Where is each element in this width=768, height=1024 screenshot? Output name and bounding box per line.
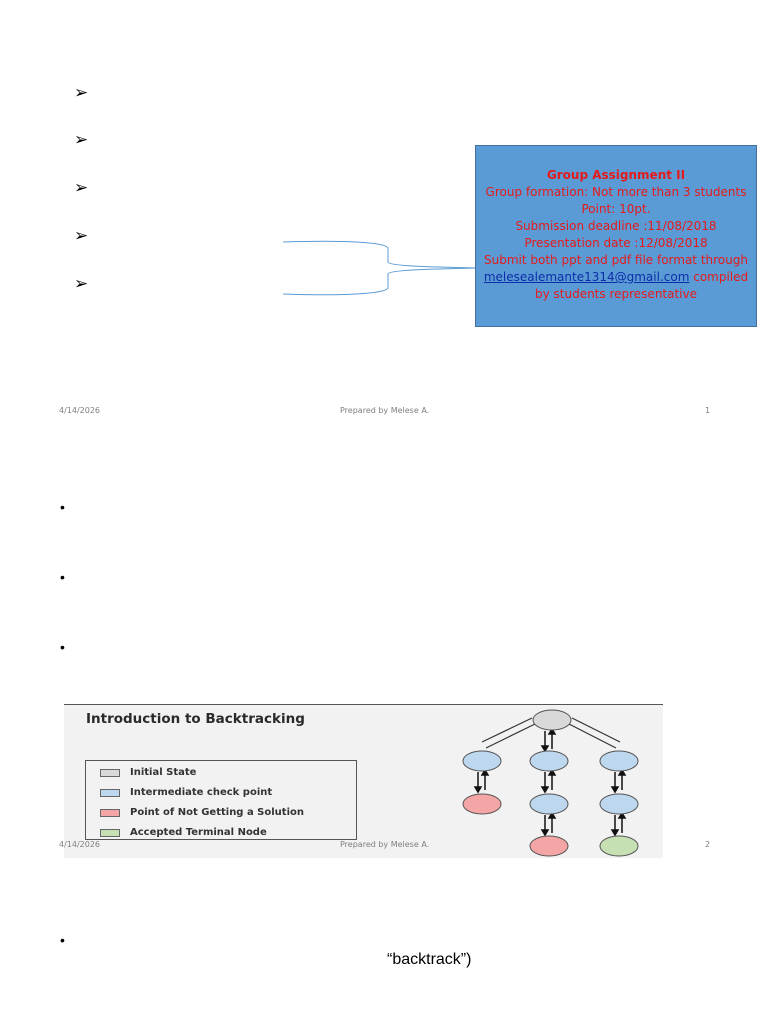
footer-date: 4/14/2026 — [59, 406, 101, 415]
assignment-title: Group Assignment II — [546, 168, 686, 182]
node-intermediate — [599, 750, 639, 772]
bullet-3: • — [60, 639, 65, 655]
node-initial-state — [532, 709, 572, 731]
root-left-arrows — [481, 717, 536, 749]
legend-label: Intermediate check point — [130, 787, 273, 798]
node-intermediate — [599, 793, 639, 815]
node-intermediate — [529, 793, 569, 815]
legend-label: Point of Not Getting a Solution — [130, 807, 304, 818]
assignment-representative: by students representative — [534, 287, 698, 301]
node-no-solution — [529, 835, 569, 857]
node-intermediate — [529, 750, 569, 772]
legend-swatch-gray — [100, 769, 120, 777]
node-no-solution — [462, 793, 502, 815]
arrow-bullet-5: ➢ — [74, 274, 89, 294]
group-assignment-box: Group Assignment II Group formation: Not… — [475, 145, 757, 327]
footer-page-number: 2 — [705, 840, 711, 849]
legend-swatch-green — [100, 829, 120, 837]
figure-legend: Initial State Intermediate check point P… — [85, 760, 357, 840]
assignment-formation: Group formation: Not more than 3 student… — [485, 185, 747, 199]
node-intermediate — [462, 750, 502, 772]
legend-swatch-red — [100, 809, 120, 817]
footer-page-number: 1 — [705, 406, 711, 415]
bullet-1: • — [60, 499, 65, 515]
assignment-presentation: Presentation date :12/08/2018 — [524, 236, 708, 250]
backtracking-figure: Introduction to Backtracking Initial Sta… — [64, 704, 663, 858]
brace-connector — [282, 240, 479, 296]
assignment-compiled: compiled — [689, 270, 749, 284]
closing-text: “backtrack”) — [387, 951, 472, 968]
legend-label: Initial State — [130, 767, 197, 778]
footer-date: 4/14/2026 — [59, 840, 101, 849]
vertical-arrows — [473, 727, 627, 837]
bullet-4: • — [60, 932, 65, 948]
arrow-bullet-1: ➢ — [74, 83, 89, 103]
assignment-deadline: Submission deadline :11/08/2018 — [515, 219, 717, 233]
legend-label: Accepted Terminal Node — [130, 827, 267, 838]
arrow-bullet-4: ➢ — [74, 226, 89, 246]
node-accepted-terminal — [599, 835, 639, 857]
assignment-email-line: melesealemante1314@gmail.com compiled — [476, 269, 756, 286]
legend-swatch-blue — [100, 789, 120, 797]
assignment-point: Point: 10pt. — [581, 202, 651, 216]
arrow-bullet-3: ➢ — [74, 178, 89, 198]
root-right-arrows — [568, 717, 621, 749]
arrow-bullet-2: ➢ — [74, 130, 89, 150]
figure-title: Introduction to Backtracking — [86, 711, 305, 727]
bullet-2: • — [60, 569, 65, 585]
backtracking-tree-diagram — [462, 709, 639, 857]
assignment-submit: Submit both ppt and pdf file format thro… — [484, 253, 748, 267]
email-link[interactable]: melesealemante1314@gmail.com — [483, 270, 690, 284]
footer-author: Prepared by Melese A. — [340, 840, 430, 849]
footer-author: Prepared by Melese A. — [340, 406, 430, 415]
